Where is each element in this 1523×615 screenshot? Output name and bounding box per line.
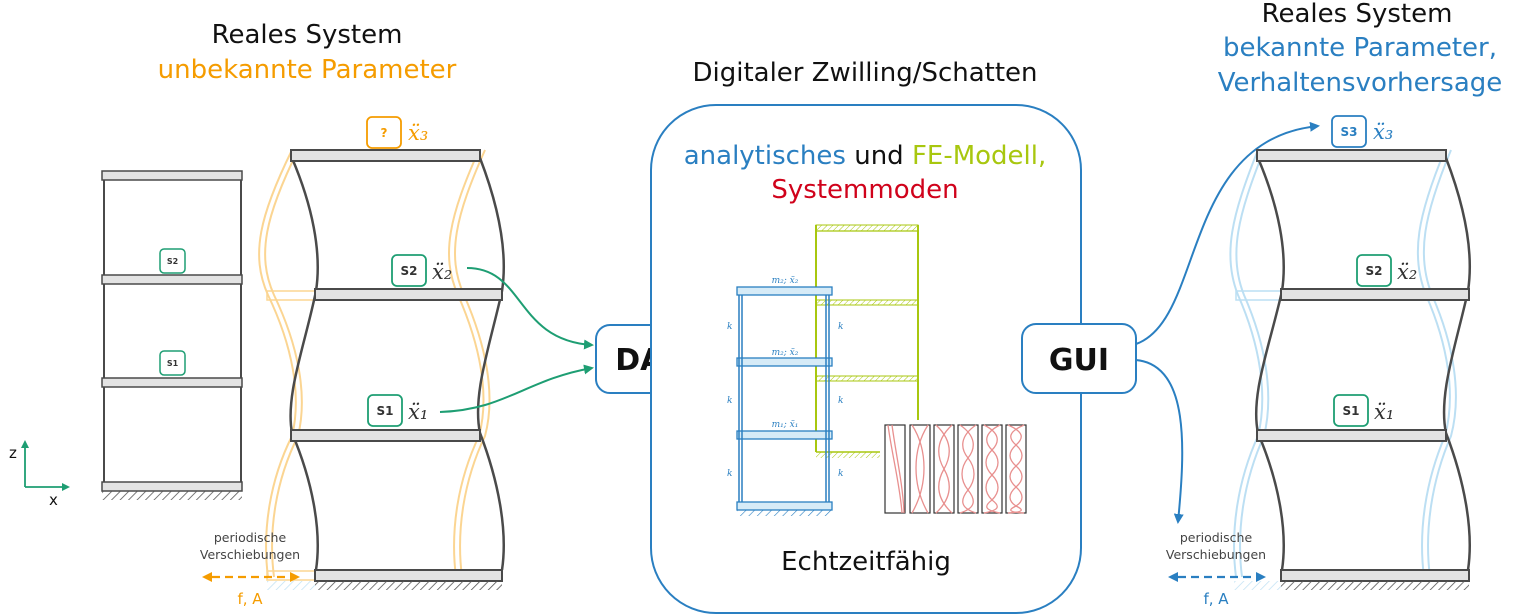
sensor-s1-right: S1 — [1333, 394, 1369, 427]
axis-x-label: x — [49, 491, 58, 509]
right-title-line1: Reales System — [1262, 0, 1453, 29]
sensor-s2-small: S2 — [159, 248, 186, 274]
sensor-s3-right: S3 — [1331, 115, 1367, 148]
excitation-right-arrowhead-l — [1168, 572, 1178, 582]
svg-text:k: k — [727, 396, 732, 406]
center-title: Digitaler Zwilling/Schatten — [692, 58, 1037, 88]
svg-text:m₂; ẍ₂: m₂; ẍ₂ — [772, 276, 799, 286]
excitation-left-arrowhead-l — [202, 572, 212, 582]
accel-x2-left: ẍ₂ — [432, 260, 452, 284]
arrow-gui-to-s3 — [1135, 121, 1320, 345]
accel-x1-right: ẍ₁ — [1374, 400, 1394, 424]
system-modes — [884, 424, 1027, 514]
excitation-left-arrowhead-r — [290, 572, 300, 582]
accel-x3-right: ẍ₃ — [1373, 120, 1393, 144]
mode-6 — [1005, 424, 1027, 514]
mode-5 — [981, 424, 1003, 514]
arrow-s2-to-daq — [466, 267, 594, 350]
accel-x3-left: ẍ₃ — [408, 121, 428, 145]
twin-footer: Echtzeitfähig — [781, 547, 951, 577]
left-title-line2: unbekannte Parameter — [158, 55, 457, 85]
twin-modes-line: Systemmoden — [771, 175, 958, 205]
svg-text:k: k — [838, 396, 843, 406]
arrow-gui-to-excitation — [1135, 359, 1184, 524]
right-deformed-structure — [1229, 149, 1471, 590]
excitation-right-line2: Verschiebungen — [1166, 547, 1266, 562]
mode-2 — [909, 424, 931, 514]
left-title-line1: Reales System — [212, 20, 403, 50]
analytic-model-blue: m₂; ẍ₂ m₂; ẍ₂ m₁; ẍ₁ k k k k k k — [727, 276, 843, 516]
left-deformed-structure — [258, 149, 505, 590]
excitation-left-line2: Verschiebungen — [200, 547, 300, 562]
svg-text:S2: S2 — [167, 257, 178, 266]
coordinate-axes: z x — [9, 440, 70, 509]
svg-text:m₂; ẍ₂: m₂; ẍ₂ — [772, 348, 799, 358]
mode-1 — [884, 424, 906, 514]
svg-text:m₁; ẍ₁: m₁; ẍ₁ — [772, 420, 799, 430]
excitation-right-line1: periodische — [1180, 530, 1253, 545]
svg-text:GUI: GUI — [1049, 343, 1109, 378]
mode-4 — [957, 424, 979, 514]
svg-text:S1: S1 — [377, 404, 394, 418]
twin-model-line: analytisches und FE-Modell, — [684, 141, 1047, 171]
excitation-left-line1: periodische — [214, 530, 287, 545]
undeformed-frame: S2 S1 — [101, 170, 243, 500]
svg-text:S2: S2 — [1366, 264, 1383, 278]
svg-text:k: k — [838, 322, 843, 332]
arrow-s1-to-daq — [439, 364, 594, 413]
svg-text:S1: S1 — [167, 359, 179, 368]
gui-block: GUI — [1021, 323, 1137, 394]
excitation-right-label: f, A — [1203, 590, 1229, 608]
svg-text:k: k — [727, 469, 732, 479]
svg-text:k: k — [727, 322, 732, 332]
svg-text:S2: S2 — [401, 264, 418, 278]
svg-text:?: ? — [381, 126, 388, 140]
accel-x1-left: ẍ₁ — [408, 400, 428, 424]
svg-text:S1: S1 — [1343, 404, 1360, 418]
sensor-s2-left: S2 — [391, 254, 427, 287]
sensor-s1-small: S1 — [159, 350, 186, 376]
excitation-right-arrowhead-r — [1256, 572, 1266, 582]
axis-z-label: z — [9, 444, 17, 462]
mode-3 — [933, 424, 955, 514]
svg-text:k: k — [838, 469, 843, 479]
accel-x2-right: ẍ₂ — [1397, 260, 1417, 284]
sensor-s1-left: S1 — [367, 394, 403, 427]
sensor-s2-right: S2 — [1356, 254, 1392, 287]
right-title-line3: Verhaltensvorhersage — [1218, 68, 1503, 98]
excitation-left-label: f, A — [237, 590, 263, 608]
right-title-line2: bekannte Parameter, — [1223, 33, 1497, 63]
svg-text:S3: S3 — [1341, 125, 1358, 139]
sensor-unknown: ? — [366, 116, 402, 149]
